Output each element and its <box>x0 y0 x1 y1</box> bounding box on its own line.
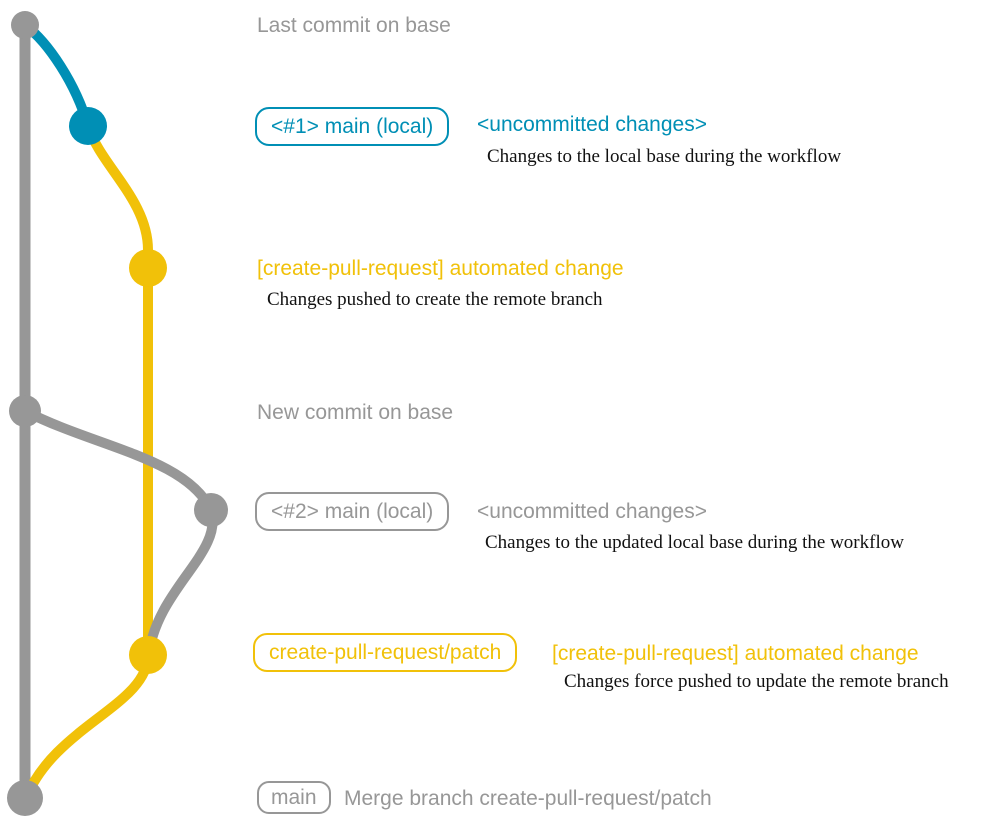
commit-dot-local-1 <box>69 107 107 145</box>
commit-dot-new-base <box>9 395 41 427</box>
commit-label-merge-branch: Merge branch create-pull-request/patch <box>344 787 712 810</box>
commit-dot-patch-2 <box>129 636 167 674</box>
note-pushed-create-remote: Changes pushed to create the remote bran… <box>267 289 603 310</box>
rebase-branch-line <box>20 406 218 658</box>
note-local-base-changes-1: Changes to the local base during the wor… <box>487 146 842 167</box>
commit-label-automated-change-2: [create-pull-request] automated change <box>552 642 919 665</box>
branch-badge-main: main <box>257 781 331 815</box>
note-local-base-changes-2: Changes to the updated local base during… <box>485 532 904 553</box>
commit-dot-merge <box>7 780 43 816</box>
status-uncommitted-changes-1: <uncommitted changes> <box>477 113 707 136</box>
patch-branch-line <box>21 121 153 803</box>
commit-dot-patch-1 <box>129 249 167 287</box>
commit-dot-local-2 <box>194 493 228 527</box>
branch-badge-main-local-2: <#2> main (local) <box>255 492 450 532</box>
commit-dot-last-base <box>11 11 39 39</box>
commit-label-automated-change-1: [create-pull-request] automated change <box>257 257 624 280</box>
status-uncommitted-changes-2: <uncommitted changes> <box>477 500 707 523</box>
branch-badge-create-pull-request-patch: create-pull-request/patch <box>253 633 518 673</box>
branch-badge-main-local-1: <#1> main (local) <box>255 107 450 147</box>
commit-label-last-base: Last commit on base <box>257 14 451 37</box>
commit-label-new-base: New commit on base <box>257 401 454 424</box>
note-force-pushed-update-remote: Changes force pushed to update the remot… <box>564 671 949 692</box>
